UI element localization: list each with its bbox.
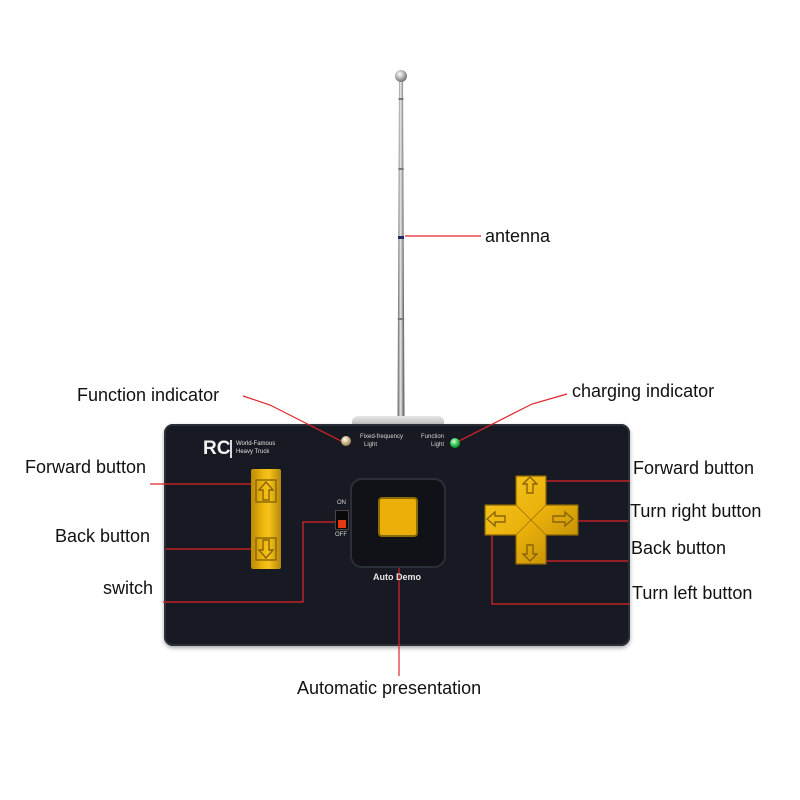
arrow-up-icon[interactable] bbox=[522, 476, 538, 494]
callout-back-button-left: Back button bbox=[55, 526, 151, 546]
arrow-down-icon[interactable] bbox=[255, 537, 277, 561]
callout-function-indicator: Function indicator bbox=[77, 385, 220, 405]
switch-off-label: OFF bbox=[335, 532, 347, 538]
callout-turn-left-button: Turn left button bbox=[632, 583, 753, 603]
forward-back-stick[interactable] bbox=[251, 469, 281, 569]
antenna-rod bbox=[397, 78, 405, 423]
power-switch[interactable] bbox=[335, 510, 349, 530]
callout-forward-button-right: Forward button bbox=[633, 458, 755, 478]
callout-automatic-presentation: Automatic presentation bbox=[297, 678, 482, 698]
charging-indicator-led bbox=[450, 438, 460, 448]
callout-antenna: antenna bbox=[485, 226, 551, 246]
brand-line-1: World-Famous bbox=[236, 441, 276, 447]
arrow-up-icon[interactable] bbox=[255, 479, 277, 503]
function-indicator-led bbox=[341, 436, 351, 446]
switch-on-label: ON bbox=[337, 500, 346, 506]
callout-charging-indicator: charging indicator bbox=[572, 381, 715, 401]
brand-logo: RC bbox=[203, 438, 231, 459]
function-light-line-1: Function bbox=[420, 434, 444, 440]
callout-turn-right-button: Turn right button bbox=[630, 501, 762, 521]
antenna-tip bbox=[395, 70, 407, 82]
fixed-frequency-label: Fixed-frequency Light bbox=[360, 433, 420, 449]
function-light-label: Function Light bbox=[416, 433, 444, 449]
callout-back-button-right: Back button bbox=[631, 538, 727, 558]
arrow-left-icon[interactable] bbox=[486, 510, 506, 528]
brand-subtitle: World-Famous Heavy Truck bbox=[236, 440, 296, 456]
auto-demo-button[interactable] bbox=[378, 497, 418, 537]
arrow-down-icon[interactable] bbox=[522, 544, 538, 562]
auto-demo-label: Auto Demo bbox=[373, 572, 421, 582]
callout-switch: switch bbox=[103, 578, 154, 598]
brand-line-2: Heavy Truck bbox=[236, 449, 270, 455]
brand-divider bbox=[230, 440, 232, 458]
switch-knob[interactable] bbox=[338, 520, 346, 528]
function-light-line-2: Light bbox=[430, 442, 444, 448]
fixed-frequency-line-2: Light bbox=[364, 442, 378, 448]
arrow-right-icon[interactable] bbox=[552, 510, 574, 528]
callout-forward-button-left: Forward button bbox=[25, 457, 147, 477]
fixed-frequency-line-1: Fixed-frequency bbox=[360, 434, 404, 440]
